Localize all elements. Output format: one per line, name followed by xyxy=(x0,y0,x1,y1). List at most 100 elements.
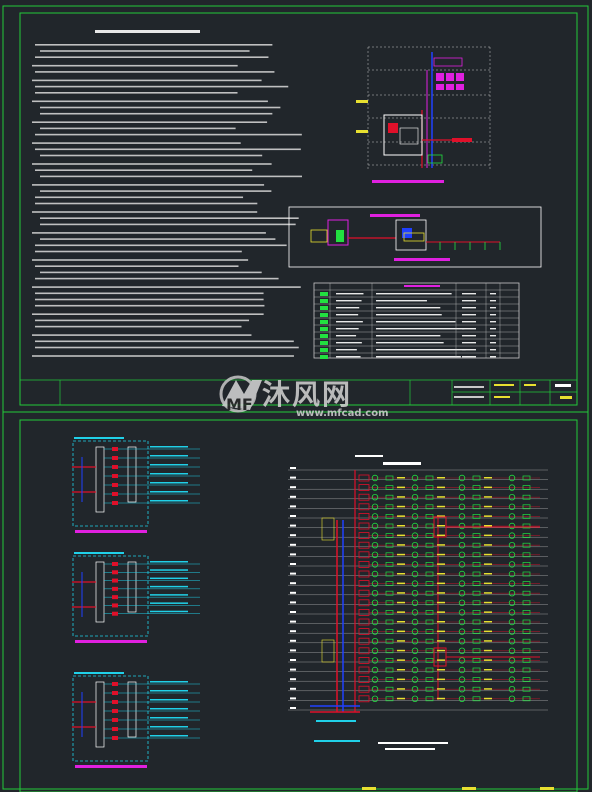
lamp-icon xyxy=(411,542,419,549)
switch-icon xyxy=(425,504,434,510)
floor-label-mark xyxy=(290,687,296,690)
device-label-mark xyxy=(397,697,405,700)
notes-text-line xyxy=(35,244,287,247)
system-wiring-diagram xyxy=(288,206,542,268)
switch-icon xyxy=(522,638,531,644)
lamp-icon xyxy=(508,609,516,616)
table-cell-mark xyxy=(336,321,363,323)
circuit-breaker-icon xyxy=(112,595,118,600)
circuit-label-mark xyxy=(150,585,188,588)
device-label-mark xyxy=(484,621,492,623)
device-label-mark xyxy=(484,592,492,594)
notes-text-line xyxy=(35,292,264,295)
table-symbol-icon xyxy=(320,355,328,359)
incoming-label-mark xyxy=(316,720,356,722)
device-label-mark xyxy=(437,592,445,594)
mf-logo-icon: MF xyxy=(219,375,262,414)
device-label-mark xyxy=(484,649,492,652)
switch-icon xyxy=(522,600,531,606)
switch-icon xyxy=(472,638,481,644)
lamp-icon xyxy=(508,666,516,674)
table-cell-mark xyxy=(490,349,496,351)
device-label-mark xyxy=(437,621,445,623)
device-label-mark xyxy=(437,496,445,498)
lamp-icon xyxy=(371,618,379,626)
riser-label-box xyxy=(321,639,335,663)
notes-text-line xyxy=(35,298,264,301)
floor-label-mark xyxy=(290,553,296,556)
floor-distribution-box xyxy=(358,609,370,616)
table-symbol-icon xyxy=(320,313,328,317)
device-label-mark xyxy=(397,659,405,661)
table-cell-mark xyxy=(462,314,476,316)
sheet-1-title-marks xyxy=(454,384,572,399)
switch-icon xyxy=(472,571,481,577)
table-cell-mark xyxy=(376,321,456,323)
switch-icon xyxy=(385,533,394,538)
lamp-icon xyxy=(508,618,516,626)
device-label-mark xyxy=(484,669,492,671)
circuit-label-mark xyxy=(150,473,188,475)
switch-icon xyxy=(472,686,481,692)
table-cell-mark xyxy=(462,356,476,358)
lamp-icon xyxy=(371,638,379,645)
device-label-mark xyxy=(437,688,445,690)
device-label-mark xyxy=(437,697,445,700)
circuit-label-mark xyxy=(150,717,188,719)
device-label-mark xyxy=(437,553,445,556)
switch-icon xyxy=(472,523,481,529)
device-label-mark xyxy=(397,534,405,537)
notes-text-line xyxy=(32,121,268,123)
device-label-mark xyxy=(484,601,492,604)
switch-icon xyxy=(425,514,434,519)
sheet-2-frame xyxy=(19,419,578,792)
lamp-icon xyxy=(508,580,516,587)
switch-icon xyxy=(472,475,481,481)
device-label-mark xyxy=(484,486,492,489)
table-cell-mark xyxy=(376,349,466,351)
sheet-1-title-block xyxy=(20,379,577,405)
circuit-label-mark xyxy=(150,569,188,571)
cabinet-outline xyxy=(72,675,149,762)
floor-distribution-box xyxy=(358,618,370,626)
device-label-mark xyxy=(437,640,445,642)
device-label-mark xyxy=(397,486,405,489)
floor-distribution-box xyxy=(358,522,370,530)
switch-icon xyxy=(522,610,531,615)
notes-text-line xyxy=(35,169,253,171)
lamp-icon xyxy=(458,484,466,491)
lamp-icon xyxy=(508,647,516,654)
notes-text-line xyxy=(32,259,249,261)
device-label-mark xyxy=(484,582,492,585)
switch-icon xyxy=(522,677,531,682)
circuit-breaker-icon xyxy=(112,586,118,591)
lamp-icon xyxy=(371,599,379,606)
lamp-icon xyxy=(411,676,419,683)
table-cell-mark xyxy=(462,293,476,295)
table-cell-mark xyxy=(462,349,476,351)
device-label-mark xyxy=(484,697,492,700)
lamp-icon xyxy=(411,590,419,597)
device-label-mark xyxy=(437,477,445,479)
lamp-icon xyxy=(508,503,516,510)
table-cell-mark xyxy=(336,335,357,337)
lamp-icon xyxy=(371,513,379,520)
lamp-icon xyxy=(411,532,419,539)
switch-icon xyxy=(472,590,481,596)
circuit-label-mark xyxy=(150,690,188,692)
device-label-mark xyxy=(397,640,405,642)
floor-distribution-box xyxy=(358,551,370,559)
switch-icon xyxy=(425,475,434,481)
device-label-mark xyxy=(437,649,445,652)
switch-icon xyxy=(385,485,394,490)
switch-icon xyxy=(425,696,434,702)
device-label-mark xyxy=(437,525,445,527)
switch-icon xyxy=(472,619,481,625)
table-cell-mark xyxy=(490,293,496,295)
device-label-mark xyxy=(437,505,445,508)
switch-icon xyxy=(425,610,434,615)
notes-text-line xyxy=(32,355,294,357)
switch-icon xyxy=(472,658,481,663)
device-label-mark xyxy=(397,611,405,613)
floor-distribution-box xyxy=(358,628,370,635)
